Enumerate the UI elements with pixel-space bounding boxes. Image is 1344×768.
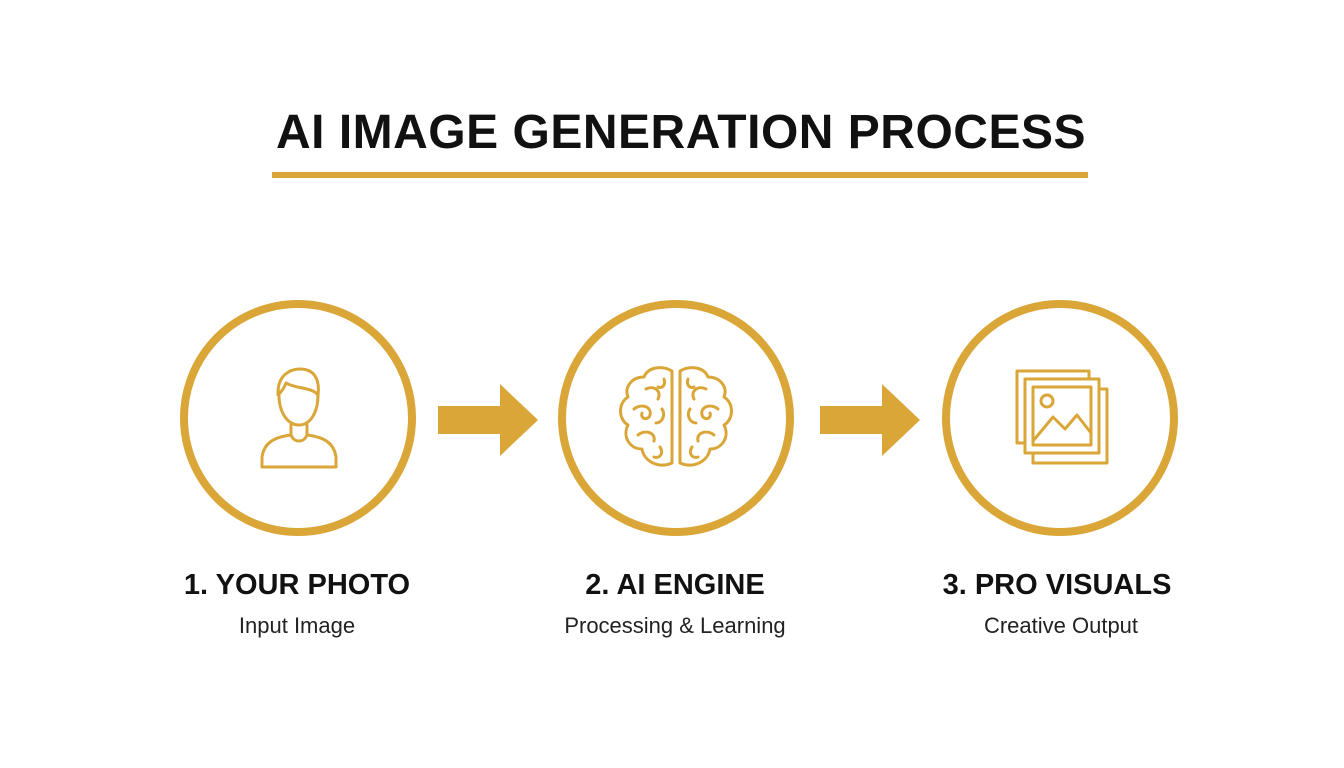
step-3-subtitle: Creative Output xyxy=(983,613,1139,638)
image-stack-icon xyxy=(1015,369,1109,465)
step-2-circle xyxy=(558,300,794,536)
step-1-circle xyxy=(180,300,416,536)
title-underline xyxy=(272,172,1088,178)
step-1-subtitle: Input Image xyxy=(238,613,356,638)
person-icon xyxy=(260,367,338,469)
arrow-right-icon xyxy=(820,384,920,456)
step-3-circle xyxy=(942,300,1178,536)
arrow-right-icon xyxy=(438,384,538,456)
step-1-title: 1. YOUR PHOTO xyxy=(183,569,411,601)
brain-icon xyxy=(619,366,733,467)
step-2-subtitle: Processing & Learning xyxy=(564,613,786,638)
page-title: AI IMAGE GENERATION PROCESS xyxy=(275,106,1087,159)
step-2-title: 2. AI ENGINE xyxy=(585,569,765,601)
step-3-title: 3. PRO VISUALS xyxy=(942,569,1172,601)
